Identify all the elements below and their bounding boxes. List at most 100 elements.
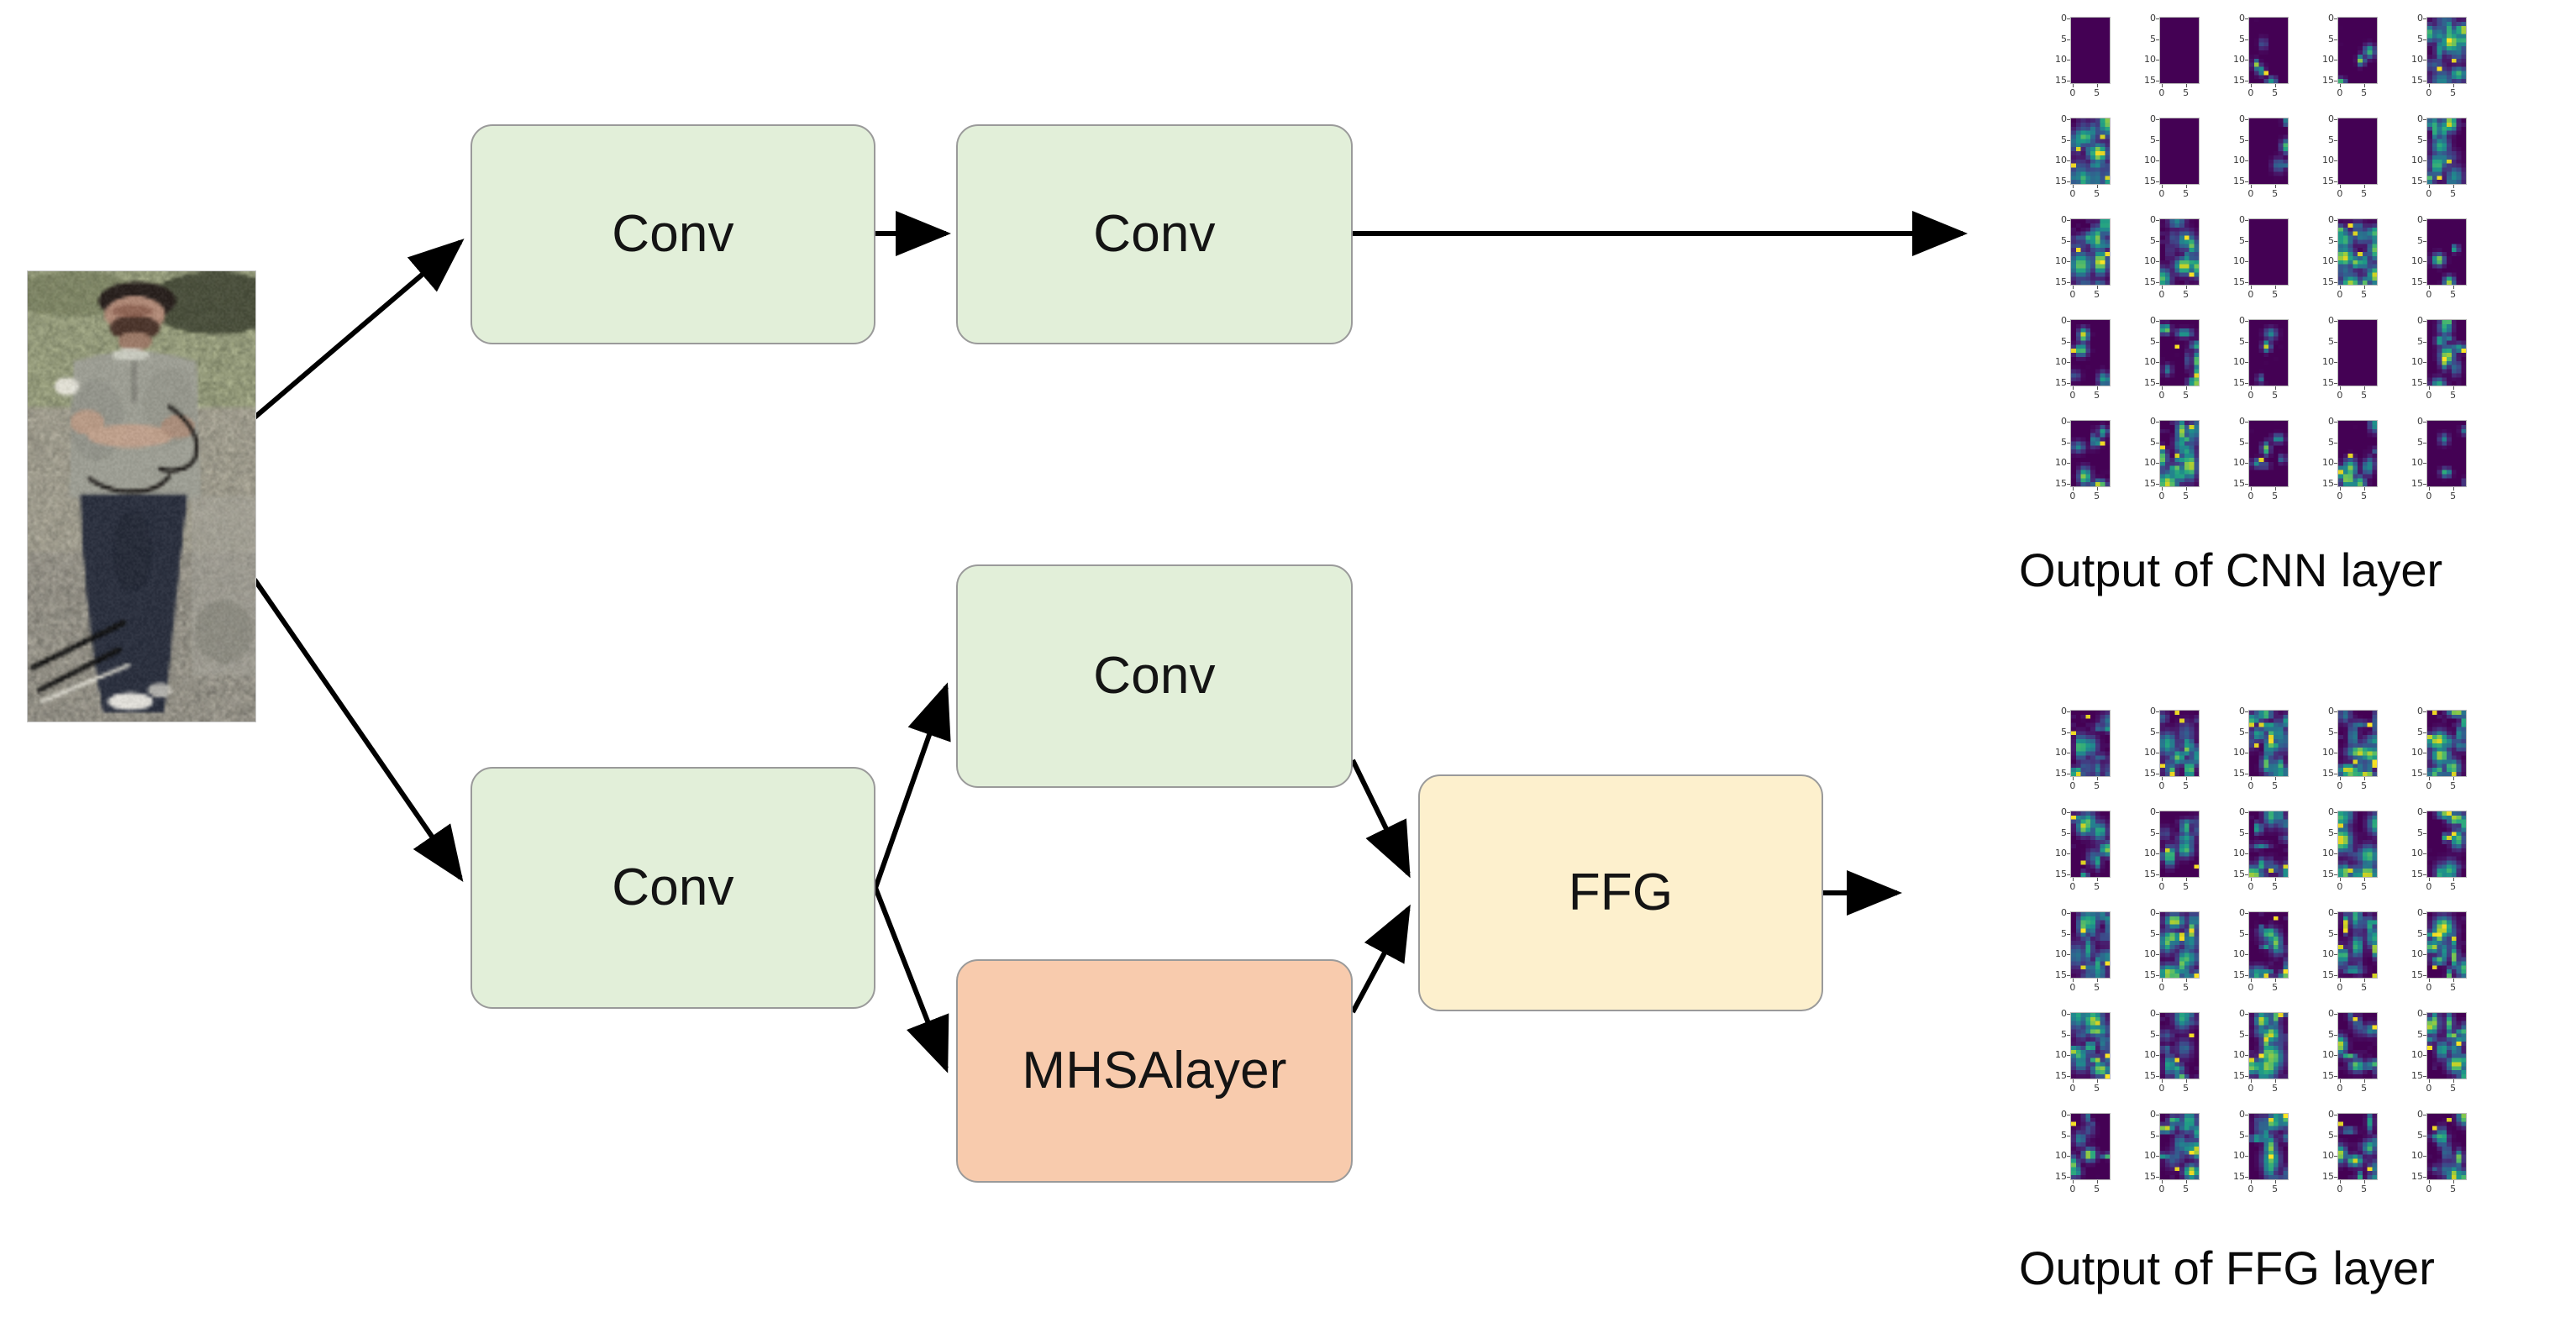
- x-tick-mark: [2363, 84, 2365, 87]
- feature-map-image: [2337, 17, 2378, 84]
- x-tick-mark: [2072, 979, 2074, 982]
- y-tick-mark: [2067, 954, 2070, 956]
- y-tick-mark: [2334, 382, 2337, 384]
- y-tick-mark: [2423, 711, 2426, 713]
- y-tick-mark: [2334, 812, 2337, 814]
- x-tick-mark: [2096, 1180, 2098, 1184]
- y-tick-mark: [2156, 281, 2159, 283]
- y-tick-mark: [2334, 362, 2337, 364]
- x-tick-label: 5: [2272, 491, 2279, 501]
- y-tick-label: 0: [2150, 416, 2156, 428]
- x-tick-label: 0: [2069, 1184, 2076, 1194]
- feature-map-image: [2426, 710, 2467, 777]
- y-tick-mark: [2156, 1014, 2159, 1016]
- y-tick-label: 0: [2239, 1008, 2245, 1020]
- y-tick-mark: [2156, 933, 2159, 935]
- node-ffg[interactable]: FFG: [1418, 774, 1823, 1011]
- x-tick-mark: [2185, 979, 2187, 982]
- x-tick-label: 0: [2247, 982, 2254, 993]
- x-tick-label: 0: [2069, 982, 2076, 993]
- feature-map-image: [2159, 319, 2200, 386]
- y-tick-label: 15: [2144, 276, 2156, 287]
- y-tick-label: 15: [2411, 276, 2423, 287]
- x-tick-label: 5: [2450, 188, 2457, 199]
- y-tick-label: 0: [2061, 315, 2067, 327]
- x-tick-mark: [2428, 979, 2430, 982]
- arrow-conv-bottom-to-branch: [873, 682, 951, 889]
- y-tick-label: 15: [2055, 74, 2067, 86]
- x-tick-mark: [2274, 386, 2276, 390]
- y-tick-mark: [2245, 853, 2248, 855]
- y-tick-label: 5: [2417, 134, 2423, 145]
- y-tick-label: 15: [2411, 1069, 2423, 1081]
- y-tick-label: 5: [2150, 436, 2156, 448]
- node-conv-top-2[interactable]: Conv: [956, 124, 1353, 344]
- y-tick-label: 15: [2411, 376, 2423, 388]
- feature-map-image: [2337, 1113, 2378, 1180]
- node-mhsa-layer[interactable]: MHSAlayer: [956, 959, 1353, 1183]
- y-tick-label: 10: [2055, 255, 2067, 267]
- y-tick-label: 5: [2061, 1129, 2067, 1141]
- y-tick-label: 15: [2411, 175, 2423, 186]
- y-tick-mark: [2334, 18, 2337, 20]
- y-tick-mark: [2245, 119, 2248, 121]
- y-tick-label: 15: [2322, 968, 2334, 980]
- y-tick-label: 0: [2061, 907, 2067, 919]
- y-tick-label: 5: [2417, 726, 2423, 737]
- y-tick-mark: [2245, 160, 2248, 162]
- x-tick-label: 5: [2450, 390, 2457, 401]
- y-tick-mark: [2156, 422, 2159, 423]
- y-tick-mark: [2067, 39, 2070, 40]
- x-tick-label: 0: [2069, 390, 2076, 401]
- x-tick-mark: [2250, 1079, 2252, 1083]
- y-tick-mark: [2334, 732, 2337, 733]
- feature-map-image: [2159, 710, 2200, 777]
- x-tick-mark: [2161, 777, 2163, 780]
- y-tick-label: 5: [2239, 134, 2245, 145]
- feature-map-image: [2426, 420, 2467, 487]
- y-tick-mark: [2334, 1055, 2337, 1057]
- y-tick-mark: [2334, 954, 2337, 956]
- node-conv-top-1[interactable]: Conv: [471, 124, 875, 344]
- x-tick-mark: [2185, 185, 2187, 188]
- feature-map-image: [2159, 218, 2200, 286]
- y-tick-mark: [2156, 341, 2159, 343]
- x-tick-label: 5: [2450, 491, 2457, 501]
- x-tick-mark: [2072, 1180, 2074, 1184]
- x-tick-mark: [2452, 878, 2454, 881]
- x-tick-mark: [2274, 979, 2276, 982]
- feature-map-image: [2426, 17, 2467, 84]
- y-tick-label: 10: [2322, 948, 2334, 960]
- x-tick-label: 0: [2337, 780, 2343, 791]
- x-tick-mark: [2096, 777, 2098, 780]
- y-tick-mark: [2334, 442, 2337, 444]
- node-conv-branch[interactable]: Conv: [956, 564, 1353, 788]
- y-tick-mark: [2245, 812, 2248, 814]
- y-tick-mark: [2156, 362, 2159, 364]
- x-tick-label: 0: [2337, 289, 2343, 300]
- x-tick-label: 5: [2361, 1083, 2368, 1094]
- y-tick-mark: [2245, 1055, 2248, 1057]
- y-tick-mark: [2067, 832, 2070, 834]
- y-tick-mark: [2245, 874, 2248, 875]
- feature-map-image: [2159, 1012, 2200, 1079]
- y-tick-label: 0: [2328, 113, 2334, 125]
- node-conv-bottom-1[interactable]: Conv: [471, 767, 875, 1009]
- y-tick-mark: [2334, 853, 2337, 855]
- y-tick-label: 10: [2233, 1049, 2245, 1061]
- y-tick-label: 0: [2239, 1109, 2245, 1121]
- y-tick-label: 0: [2328, 1109, 2334, 1121]
- y-tick-mark: [2067, 422, 2070, 423]
- y-tick-mark: [2245, 1034, 2248, 1036]
- y-tick-mark: [2067, 732, 2070, 733]
- y-tick-mark: [2067, 711, 2070, 713]
- x-tick-label: 0: [2426, 982, 2432, 993]
- feature-map-image: [2070, 17, 2111, 84]
